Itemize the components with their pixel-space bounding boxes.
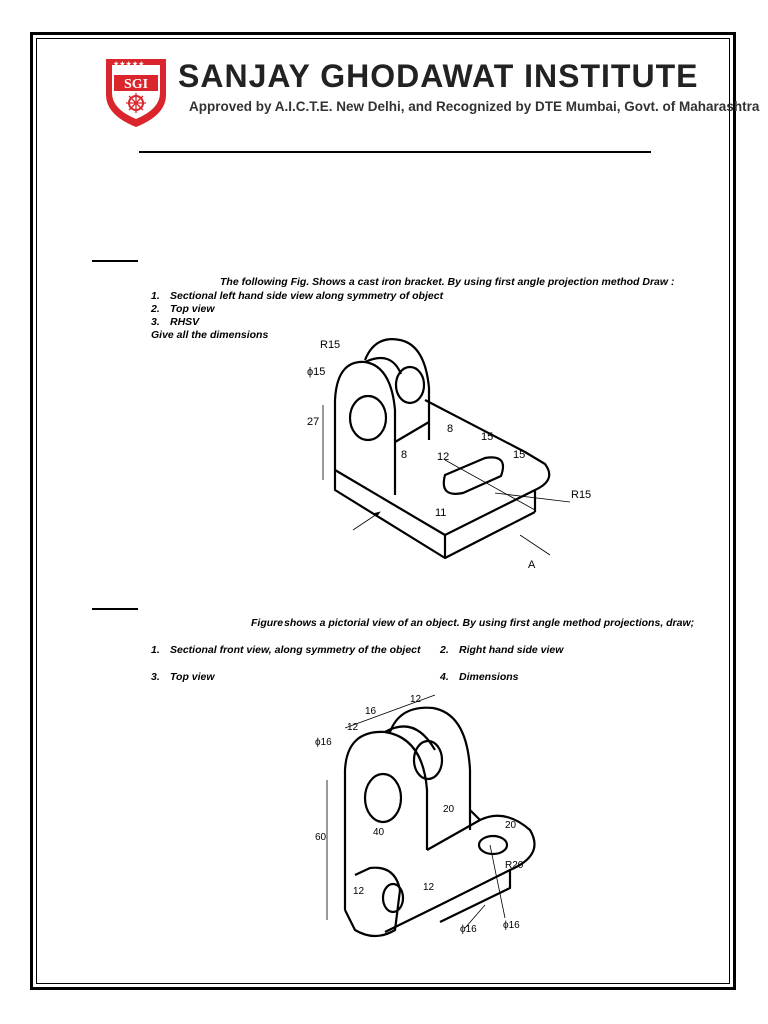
q2-item-2-num: 2. [440,644,449,656]
question2-number-underline [92,608,138,610]
label-dia16-a: ϕ16 [460,924,477,935]
label-12-base: 12 [353,886,365,897]
q1-footer: Give all the dimensions [151,329,269,341]
page-border-inner [36,38,730,984]
label-r15-top: R15 [320,339,340,351]
q1-item-2-num: 2. [151,303,160,315]
q2-item-3: Top view [170,671,215,683]
label-r20: R20 [505,860,524,871]
q2-item-4-num: 4. [440,671,449,683]
label-60: 60 [315,832,327,843]
label-15-a: 15 [481,431,493,443]
q2-item-1: Sectional front view, along symmetry of … [170,644,421,656]
question1-number-underline [92,260,138,262]
label-20-right: 20 [505,820,517,831]
q2-intro: shows a pictorial view of an object. By … [284,617,695,629]
label-12-top: 12 [410,694,422,705]
header-divider [139,151,651,153]
logo-text: SGI [124,77,148,92]
q1-item-1-num: 1. [151,290,160,302]
sgi-logo: ★★★★★ SGI [106,59,166,127]
q2-item-1-num: 1. [151,644,160,656]
label-16-top: 16 [365,706,377,717]
q1-item-1: Sectional left hand side view along symm… [170,290,444,302]
support-figure: 12 16 12 ϕ16 60 20 40 20 R20 12 12 ϕ16 ϕ… [315,694,536,938]
q1-intro: The following Fig. Shows a cast iron bra… [220,276,675,288]
svg-text:★★★★★: ★★★★★ [113,60,144,68]
label-dia16-b: ϕ16 [503,920,520,931]
label-40: 40 [373,827,385,838]
q1-item-3: RHSV [170,316,200,328]
label-20-mid: 20 [443,804,455,815]
label-12-vert: 12 [423,882,435,893]
q1-item-3-num: 3. [151,316,160,328]
page-border-outer [30,32,736,990]
bracket-figure: R15 ϕ15 27 8 8 15 15 12 R15 11 A [307,338,591,571]
approval-line: Approved by A.I.C.T.E. New Delhi, and Re… [189,99,760,114]
q1-item-2: Top view [170,303,215,315]
q2-item-2: Right hand side view [459,644,564,656]
q2-item-3-num: 3. [151,671,160,683]
label-12-left: 12 [347,722,359,733]
label-8-left: 8 [401,449,407,461]
label-r15-slot: R15 [571,489,591,501]
q2-item-4: Dimensions [459,671,519,683]
label-27: 27 [307,416,319,428]
q2-intro-lead: Figure [251,617,284,629]
label-12: 12 [437,451,449,463]
label-8-right: 8 [447,423,453,435]
label-dia15: ϕ15 [307,366,325,378]
label-dia16-top: ϕ16 [315,737,332,748]
institute-name: SANJAY GHODAWAT INSTITUTE [178,58,699,94]
label-11: 11 [435,507,446,519]
label-15-b: 15 [513,449,525,461]
label-view-a: A [528,559,536,571]
